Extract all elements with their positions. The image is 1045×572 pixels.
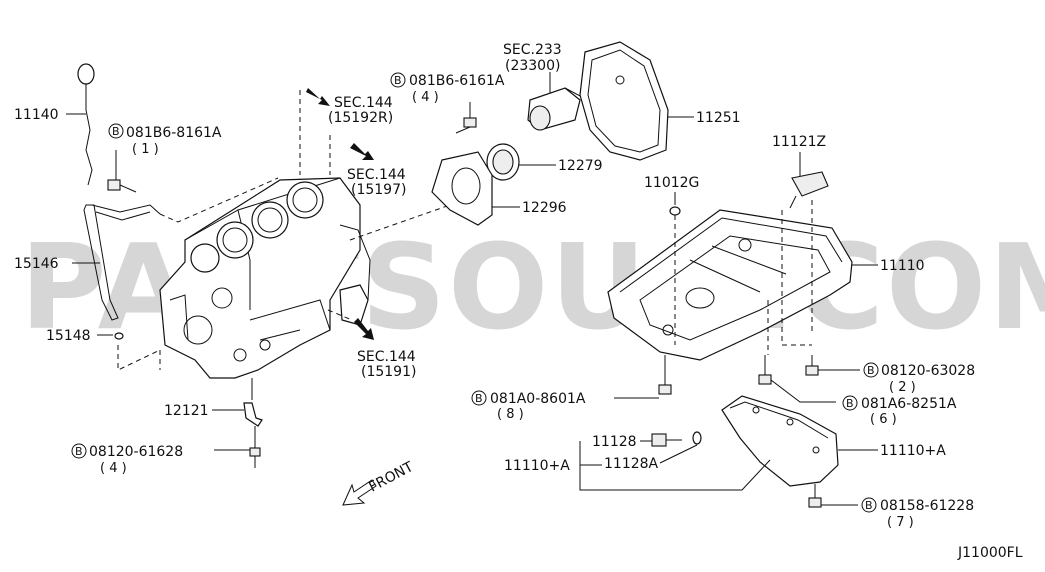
label-081B6-6161A[interactable]: 081B6-6161A	[409, 73, 505, 89]
label-08120-61628[interactable]: 08120-61628	[89, 444, 183, 460]
bolt-marker-letter: B	[865, 499, 873, 512]
qty-08120-61628: ( 4 )	[100, 461, 127, 476]
diagram-code: J11000FL	[957, 545, 1023, 561]
label-11140[interactable]: 11140	[14, 107, 59, 123]
o-ring-part[interactable]	[114, 332, 124, 340]
label-15148[interactable]: 15148	[46, 328, 91, 344]
label-11251[interactable]: 11251	[696, 110, 741, 126]
label-sec144-a[interactable]: SEC.144	[334, 95, 393, 111]
ref-sec233: (23300)	[505, 58, 560, 74]
bolt-marker-letter: B	[475, 392, 483, 405]
front-arrow-icon	[342, 479, 377, 506]
sensor-part[interactable]	[789, 171, 829, 209]
label-11110A-right[interactable]: 11110+A	[880, 443, 946, 459]
label-081A0-8601A[interactable]: 081A0-8601A	[490, 391, 586, 407]
label-15146[interactable]: 15146	[14, 256, 59, 272]
bolt-marker-icon	[842, 395, 858, 411]
bolt-marker-letter: B	[394, 74, 402, 87]
ref-sec144-c: (15191)	[361, 364, 416, 380]
guide-line	[159, 177, 279, 223]
guide-line	[327, 309, 353, 321]
bolt-part[interactable]	[249, 447, 261, 468]
label-08120-63028[interactable]: 08120-63028	[881, 363, 975, 379]
label-11012G[interactable]: 11012G	[644, 175, 699, 191]
label-11110[interactable]: 11110	[880, 258, 925, 274]
label-08158-61228[interactable]: 08158-61228	[880, 498, 974, 514]
arrow-icon	[354, 318, 374, 340]
qty-081B6-8161A: ( 1 )	[132, 142, 159, 157]
label-sec144-b[interactable]: SEC.144	[347, 167, 406, 183]
ref-sec144-b: (15197)	[351, 182, 406, 198]
leader-081A6-8251A	[770, 379, 836, 403]
front-label: FRONT	[366, 459, 416, 496]
bracket-part[interactable]	[339, 284, 369, 326]
label-sec233[interactable]: SEC.233	[503, 42, 562, 58]
guide-line	[117, 345, 161, 371]
arrow-icon	[350, 143, 374, 160]
label-sec144-c[interactable]: SEC.144	[357, 349, 416, 365]
qty-081B6-6161A: ( 4 )	[412, 90, 439, 105]
oil-seal-part[interactable]	[486, 143, 520, 181]
gauge-tube-part[interactable]	[83, 204, 161, 321]
bolt-marker-icon	[390, 72, 406, 88]
rear-plate-part[interactable]	[579, 41, 669, 161]
starter-motor-part[interactable]	[527, 87, 591, 131]
bolt-marker-icon	[108, 123, 124, 139]
bolt-marker-icon	[71, 443, 87, 459]
label-11128A[interactable]: 11128A	[604, 456, 659, 472]
bolt-part[interactable]	[455, 117, 477, 134]
seal-retainer-part[interactable]	[431, 151, 493, 226]
bolt-part[interactable]	[107, 179, 137, 193]
label-081B6-8161A[interactable]: 081B6-8161A	[126, 125, 222, 141]
drain-plug-part[interactable]	[651, 433, 682, 447]
label-081A6-8251A[interactable]: 081A6-8251A	[861, 396, 957, 412]
label-12296[interactable]: 12296	[522, 200, 567, 216]
bolt-marker-letter: B	[112, 125, 120, 138]
bolt-part[interactable]	[808, 484, 822, 508]
bolt-part[interactable]	[805, 355, 819, 376]
bolt-marker-icon	[863, 362, 879, 378]
bolt-marker-icon	[861, 497, 877, 513]
cylinder-block-part[interactable]	[159, 177, 371, 379]
qty-081A6-8251A: ( 6 )	[870, 412, 897, 427]
bolt-marker-letter: B	[846, 397, 854, 410]
bolt-marker-letter: B	[75, 445, 83, 458]
bolt-part[interactable]	[758, 355, 772, 385]
label-12121[interactable]: 12121	[164, 403, 209, 419]
qty-081A0-8601A: ( 8 )	[497, 407, 524, 422]
bolt-marker-icon	[471, 390, 487, 406]
drain-washer-part[interactable]	[692, 431, 702, 445]
bracket-12121-part[interactable]	[243, 402, 263, 427]
oil-pan-lower-part[interactable]	[721, 395, 839, 487]
ref-sec144-a: (15192R)	[328, 110, 393, 126]
bolt-part[interactable]	[658, 355, 672, 395]
label-11128[interactable]: 11128	[592, 434, 637, 450]
qty-08120-63028: ( 2 )	[889, 380, 916, 395]
qty-08158-61228: ( 7 )	[887, 515, 914, 530]
arrow-icon	[306, 88, 330, 106]
label-11121Z[interactable]: 11121Z	[772, 134, 826, 150]
bolt-marker-letter: B	[867, 364, 875, 377]
dipstick-part[interactable]	[77, 63, 95, 186]
label-12279[interactable]: 12279	[558, 158, 603, 174]
label-11110A-left[interactable]: 11110+A	[504, 458, 570, 474]
washer-part[interactable]	[669, 206, 681, 216]
oil-pan-upper-part[interactable]	[607, 209, 853, 361]
leader-11128A	[659, 444, 698, 464]
